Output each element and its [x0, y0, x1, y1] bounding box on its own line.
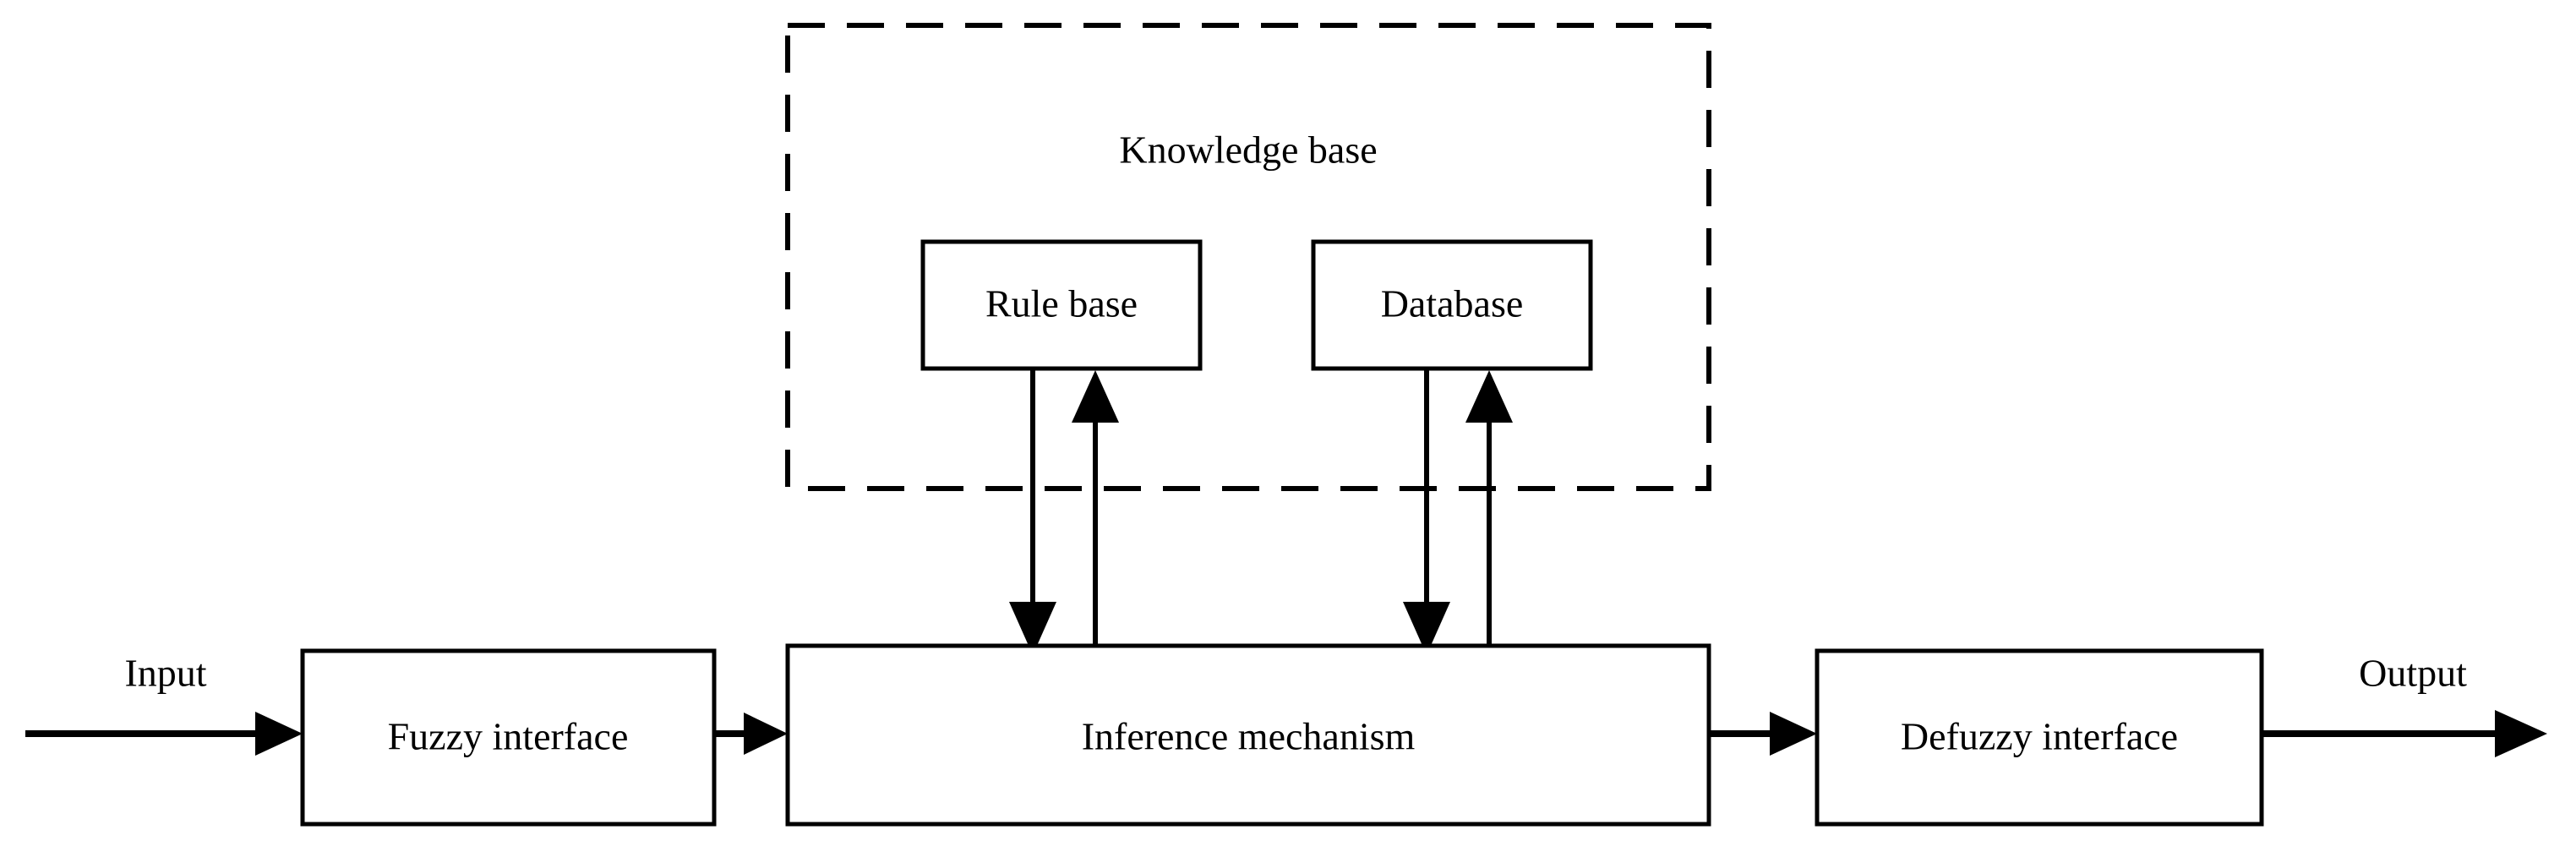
- inference-mechanism-box[interactable]: [785, 643, 1711, 827]
- edge-fuzzy-to-inference: [714, 713, 788, 755]
- edge-defuzzy-to-output: [2262, 710, 2547, 757]
- edge-input-to-fuzzy-interface: [25, 712, 303, 756]
- fuzzy-interface-label: Fuzzy interface: [388, 715, 629, 758]
- arrow-head-input: [255, 712, 303, 756]
- arrow-head-up-rule-base: [1072, 370, 1119, 423]
- arrow-head-up-database: [1465, 370, 1513, 423]
- edge-inference-to-rule-base: [1072, 370, 1119, 646]
- inference-mechanism-label: Inference mechanism: [1082, 715, 1416, 758]
- rule-base-label: Rule base: [985, 282, 1138, 325]
- arrow-head-down-rule-base: [1009, 602, 1056, 655]
- database-label: Database: [1381, 282, 1524, 325]
- arrow-head-down-database: [1403, 602, 1450, 655]
- edge-inference-to-defuzzy: [1709, 712, 1817, 756]
- arrow-head-fuzzy-to-inference: [744, 713, 788, 755]
- edge-database-to-inference: [1403, 369, 1450, 655]
- input-label: Input: [124, 652, 206, 695]
- edge-rule-base-to-inference: [1009, 369, 1056, 655]
- rule-base-box[interactable]: [920, 239, 1203, 371]
- fuzzy-interface-box[interactable]: [300, 648, 717, 827]
- edge-inference-to-database: [1465, 370, 1513, 646]
- knowledge-base-label: Knowledge base: [1119, 128, 1377, 172]
- arrow-head-inference-to-defuzzy: [1770, 712, 1817, 756]
- output-label: Output: [2359, 652, 2467, 695]
- arrow-head-output: [2495, 710, 2547, 757]
- defuzzy-interface-box[interactable]: [1815, 648, 2264, 827]
- knowledge-base-container: [785, 23, 1711, 491]
- defuzzy-interface-label: Defuzzy interface: [1901, 715, 2178, 758]
- database-box[interactable]: [1311, 239, 1593, 371]
